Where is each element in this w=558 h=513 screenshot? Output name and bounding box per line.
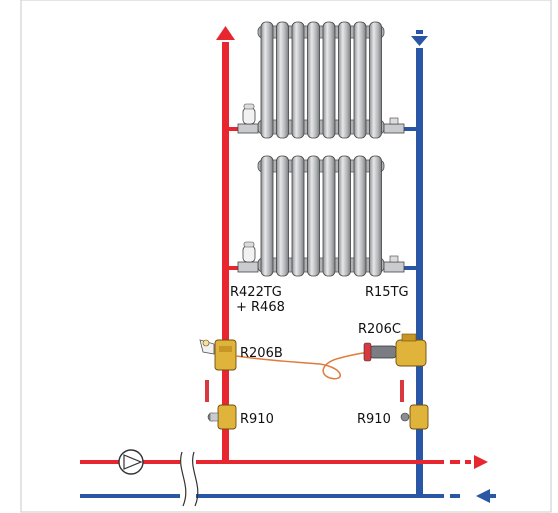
radiator-lower-column-6	[338, 155, 351, 277]
radiator-upper-header-top	[257, 25, 385, 39]
radiator-upper-columns	[260, 21, 382, 139]
thermostatic-valve-lower	[237, 241, 259, 273]
flow-arrow-right-icon	[474, 455, 488, 469]
supply-main-dash-2	[465, 460, 471, 464]
radiator-upper-column-3	[291, 21, 305, 139]
r206c-valve	[363, 333, 427, 367]
supply-main-pipe-right	[196, 460, 444, 464]
diagram-frame	[20, 0, 552, 513]
label-r910-right: R910	[357, 412, 391, 427]
return-main	[80, 489, 496, 503]
lockshield-valve-upper	[383, 117, 405, 134]
radiator-upper	[257, 21, 385, 139]
r910-valve-left	[205, 380, 237, 430]
label-r422tg: R422TG	[230, 285, 282, 300]
label-r206b: R206B	[240, 346, 283, 361]
radiator-upper-column-8	[369, 21, 382, 139]
capillary-tube	[235, 351, 376, 380]
radiator-lower-column-7	[353, 155, 367, 277]
flow-arrow-up-icon	[216, 26, 235, 40]
return-riser	[402, 30, 428, 498]
supply-branch-upper	[229, 127, 243, 131]
return-main-pipe-left	[80, 494, 180, 498]
radiator-lower-columns	[260, 155, 382, 277]
supply-main-dash-1	[450, 460, 460, 464]
radiator-lower	[257, 155, 385, 277]
return-riser-dash	[416, 30, 423, 34]
radiator-lower-column-4	[307, 155, 320, 277]
return-main-dash-2	[490, 494, 496, 498]
thermostatic-valve-upper	[237, 103, 259, 134]
supply-riser-pipe	[222, 42, 229, 462]
radiator-upper-column-5	[322, 21, 336, 139]
radiator-upper-column-7	[353, 21, 367, 139]
label-r468: + R468	[236, 300, 285, 315]
pump-icon	[118, 449, 144, 475]
radiator-lower-header-top	[257, 159, 385, 173]
return-riser-pipe	[416, 48, 423, 498]
radiator-lower-column-1	[260, 155, 274, 277]
return-main-pipe-right	[196, 494, 444, 498]
radiator-lower-column-8	[369, 155, 382, 277]
radiator-lower-column-5	[322, 155, 336, 277]
radiator-upper-column-1	[260, 21, 274, 139]
label-r15tg: R15TG	[365, 285, 409, 300]
r206b-valve	[199, 339, 237, 371]
flow-arrow-left-icon	[476, 489, 490, 503]
return-branch-lower	[402, 266, 416, 270]
radiator-upper-column-6	[338, 21, 351, 139]
supply-branch-lower	[229, 266, 243, 270]
return-branch-upper	[402, 127, 416, 131]
lockshield-valve-lower	[383, 255, 405, 273]
supply-riser	[216, 26, 243, 462]
pipe-break-icon	[180, 451, 199, 507]
radiator-lower-column-3	[291, 155, 305, 277]
return-main-dash-1	[450, 494, 460, 498]
label-r206c: R206C	[358, 322, 401, 337]
flow-arrow-down-icon	[411, 36, 428, 46]
label-r910-left: R910	[240, 412, 274, 427]
radiator-upper-column-2	[276, 21, 289, 139]
radiator-upper-column-4	[307, 21, 320, 139]
radiator-lower-column-2	[276, 155, 289, 277]
r910-valve-right	[400, 380, 429, 430]
